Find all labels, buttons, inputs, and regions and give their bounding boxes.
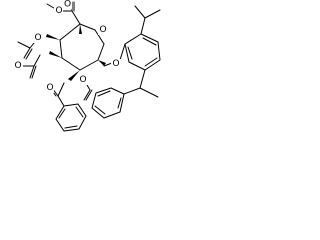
phenyl-ring-right <box>91 87 125 119</box>
isopropyl-group <box>134 5 161 35</box>
phenyl-ring-left <box>55 103 87 132</box>
atom-label-glycosidic-o: O <box>112 59 119 69</box>
pyranose-ring <box>46 23 106 81</box>
aryl-ring <box>124 33 161 71</box>
atom-label-acetyl-o-lower: O <box>14 61 21 71</box>
atom-label-benzoyl-o-right: O <box>79 75 86 85</box>
atom-label-ester-carbonyl-o: O <box>64 0 71 10</box>
acetyl-groups <box>17 37 41 79</box>
atom-label-benzoyl-o-left: O <box>46 83 53 93</box>
atom-label-acetyl-o-upper: O <box>34 33 41 43</box>
atom-label-ring-o: O <box>99 25 106 35</box>
ethylidene-linker <box>123 69 159 98</box>
atom-labels: O O O O O O O O <box>13 0 121 93</box>
atom-label-ester-ether-o: O <box>55 6 62 16</box>
chemical-structure-diagram: O O O O O O O O <box>13 0 161 132</box>
